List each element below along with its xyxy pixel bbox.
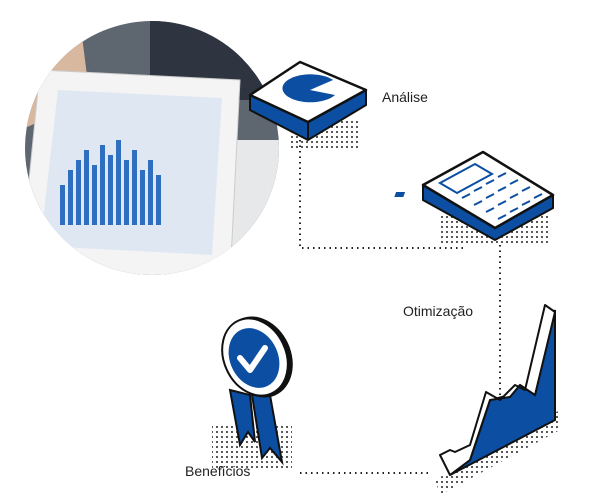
growth-chart-icon: [435, 304, 560, 495]
calculator-icon: [394, 150, 555, 245]
tablet-bar-chart: [60, 140, 161, 225]
label-beneficios: Benefícios: [185, 463, 251, 479]
label-analise: Análise: [382, 89, 428, 105]
award-badge-icon: [212, 316, 293, 470]
tablet-photo: [25, 21, 279, 275]
label-otimizacao: Otimização: [403, 303, 474, 319]
analysis-pie-chart-icon: [248, 60, 368, 148]
